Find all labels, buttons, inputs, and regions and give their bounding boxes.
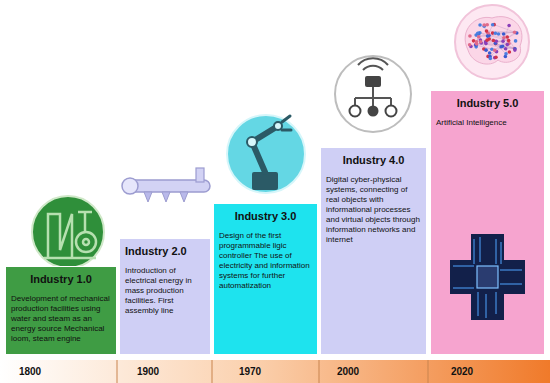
brain-dot	[485, 38, 489, 42]
brain-dot	[477, 35, 481, 39]
brain-dot	[514, 39, 518, 43]
brain-dot	[501, 39, 505, 43]
robot-arm-icon	[227, 115, 305, 193]
brain-network-icon	[455, 5, 529, 79]
timeline-ticks	[117, 360, 428, 383]
brain-link	[487, 31, 515, 32]
circuit-trace	[501, 242, 502, 264]
brain-dot	[468, 43, 472, 47]
industry-stage-box: Industry 2.0Introduction of electrical e…	[119, 238, 211, 355]
stage-heading: Industry 3.0	[219, 210, 312, 223]
brain-dot	[513, 48, 517, 52]
stage-description: Development of mechanical production fac…	[11, 294, 111, 344]
brain-link	[488, 32, 515, 56]
industry-stage-box: Industry 4.0Digital cyber-physical syste…	[320, 147, 427, 355]
industry-stage-box: Industry 3.0Design of the first programm…	[213, 203, 318, 355]
brain-link	[507, 37, 514, 48]
circuit-trace	[500, 270, 522, 271]
stage-heading: Industry 1.0	[11, 273, 111, 286]
cpu-cross-picture	[450, 234, 525, 320]
circuit-trace	[480, 237, 481, 262]
brain-dot	[513, 30, 517, 34]
brain-dot	[492, 39, 496, 43]
circuit-trace	[486, 294, 487, 318]
timeline-year: 1800	[8, 367, 52, 377]
brain-dot	[497, 32, 501, 36]
brain-dot	[489, 57, 493, 61]
brain-dot	[485, 23, 489, 27]
brain-dot	[475, 40, 479, 44]
brain-dot	[505, 43, 509, 47]
timeline-year: 1970	[228, 367, 272, 377]
industry-stage-box: Industry 5.0Artificial Intelligence	[430, 90, 545, 355]
circuit-trace	[453, 288, 474, 289]
brain-link	[496, 33, 517, 44]
brain-dot	[507, 24, 511, 28]
brain-dot	[491, 23, 495, 27]
brain-dot	[502, 36, 506, 40]
brain-link	[494, 25, 514, 33]
brain-dot	[505, 35, 509, 39]
loom-icon	[32, 196, 104, 268]
brain-dot	[504, 47, 508, 51]
brain-dot	[488, 51, 492, 55]
brain-dot	[486, 34, 490, 38]
brain-dot	[468, 34, 472, 38]
cpu-arm	[450, 260, 525, 294]
brain-dot	[479, 40, 483, 44]
brain-link	[481, 43, 495, 58]
brain-dot	[484, 48, 488, 52]
brain-dot	[502, 32, 506, 36]
brain-dot	[504, 52, 508, 56]
stage-description: Digital cyber-physical systems, connecti…	[326, 175, 421, 245]
brain-dot	[476, 31, 480, 35]
brain-dot	[474, 43, 478, 47]
brain-dot	[493, 48, 497, 52]
brain-link	[480, 33, 515, 49]
brain-link	[488, 36, 506, 54]
brain-dot	[499, 45, 503, 49]
timeline-year: 1900	[126, 367, 170, 377]
stage-heading: Industry 4.0	[326, 154, 421, 167]
stage-description: Design of the first programmable ligic c…	[219, 231, 312, 291]
circuit-trace	[453, 266, 474, 267]
brain-link	[490, 41, 508, 57]
brain-dot	[494, 55, 498, 59]
brain-dot	[507, 39, 511, 43]
cpu-chip	[477, 266, 498, 288]
stage-heading: Industry 2.0	[125, 245, 205, 258]
stage-heading: Industry 5.0	[436, 97, 539, 110]
circuit-trace	[496, 239, 497, 264]
stage-description: Artificial Intelligence	[436, 118, 539, 128]
brain-dot	[494, 31, 498, 35]
brain-dot	[478, 23, 482, 27]
assembly-line-icon	[122, 168, 210, 202]
timeline-year: 2020	[440, 367, 484, 377]
brain-dot	[484, 42, 488, 46]
brain-link	[498, 32, 514, 34]
circuit-trace	[478, 292, 479, 316]
brain-dot	[508, 50, 512, 54]
brain-dot	[476, 32, 480, 36]
industry-stage-box: Industry 1.0Development of mechanical pr…	[5, 266, 117, 355]
circuit-trace	[474, 239, 475, 264]
network-icon	[335, 56, 411, 132]
timeline-bar	[0, 360, 550, 383]
circuit-trace	[496, 292, 497, 314]
circuit-trace	[500, 284, 522, 285]
timeline-year: 2000	[326, 367, 370, 377]
brain-dot	[485, 29, 489, 33]
stage-description: Introduction of electrical energy in mas…	[125, 266, 205, 316]
